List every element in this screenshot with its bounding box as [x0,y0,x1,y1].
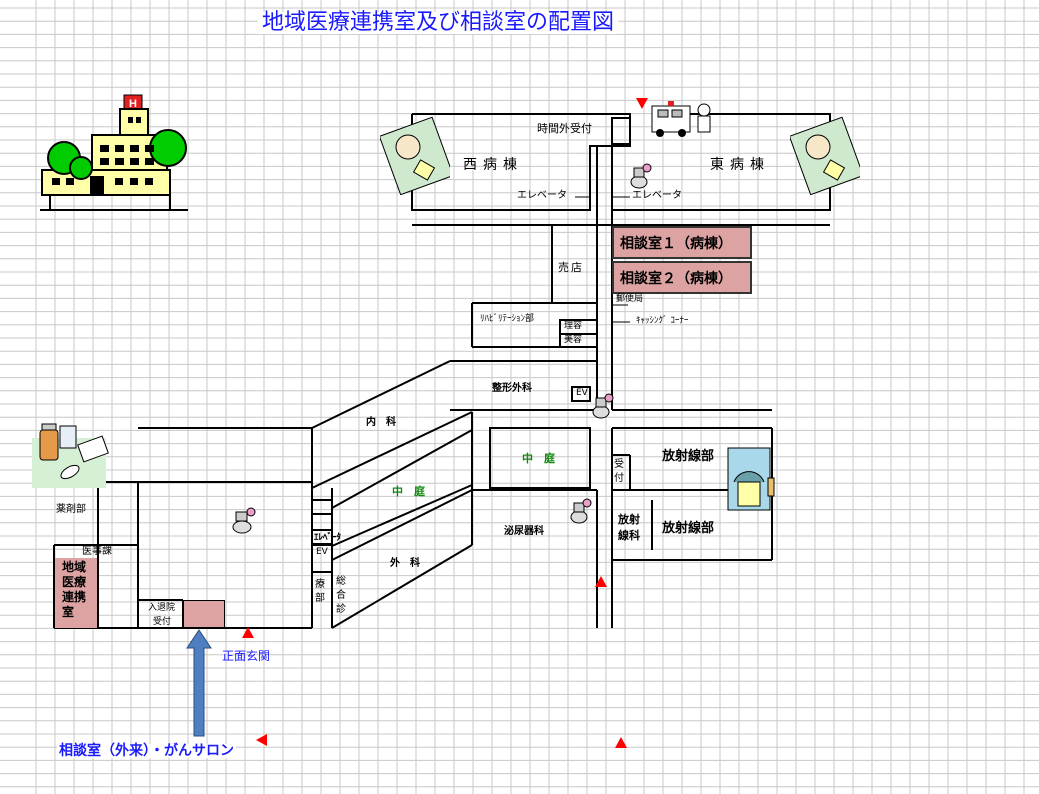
internal-medicine-label: 内 科 [366,417,396,428]
patient-in-bed-icon [380,116,450,195]
shop-label: 売店 [558,261,584,274]
elevator-west-label: エレベータ [517,190,567,201]
admission-pink-room [183,600,225,628]
surgery-label: 外 科 [390,558,420,569]
ambulance-icon [651,101,711,137]
admission-reception-label: 受付 [153,617,172,627]
radiology-label: 放射線部 [662,449,715,464]
after-hours-label: 時間外受付 [537,122,592,135]
red-marker-icon [595,576,607,587]
barber-label: 理容 [564,321,583,331]
red-marker-icon [636,98,648,109]
orthopedics-label: 整形外科 [492,383,532,394]
radiology-label-2: 放射線部 [662,521,715,536]
toilet-icon [232,507,256,534]
red-marker-icon [615,737,627,748]
toilet-icon [592,393,614,419]
regional-office-room [55,558,97,628]
ev-label: EV [316,547,328,557]
west-ward-label: 西病棟 [463,157,523,173]
radiology-machine-icon [727,447,775,511]
patient-in-bed-icon [790,116,860,195]
elevator-label-small: ｴﾚﾍﾞｰﾀ [314,533,342,543]
elevator-east-label: エレベータ [632,190,682,201]
entrance-arrow-icon [186,629,212,737]
footer-consult-label[interactable]: 相談室（外来）・がんサロン [57,743,236,759]
pharmacy-label: 薬剤部 [56,504,86,515]
cashing-corner-label: ｷｬｯｼﾝｸﾞ ｺｰﾅｰ [636,316,689,326]
rehab-label: ﾘﾊﾋﾞﾘﾃｰｼｮﾝ部 [480,314,535,324]
radiology-dept-label: 放射線科 [618,513,640,542]
entrance-label: 正面玄関 [222,649,271,663]
regional-office-label: 地域医療連携室 [62,560,87,619]
toilet-icon [630,163,652,189]
admission-label: 入退院 [148,603,176,613]
svg-text:H: H [129,98,137,110]
red-marker-icon [256,734,267,746]
courtyard-label-2: 中 庭 [392,485,425,498]
urology-label: 泌尿器科 [504,526,544,537]
reception-label: 受付 [614,459,624,484]
ev-small-label: EV [576,388,588,398]
post-office-label: 郵便局 [616,294,644,304]
medicine-icon [32,423,109,488]
east-ward-label: 東病棟 [710,157,770,173]
toilet-icon [570,498,592,524]
beauty-label: 美容 [564,335,583,345]
consult-room-1: 相談室１（病棟） [612,226,752,259]
page-title: 地域医療連携室及び相談室の配置図 [258,12,619,34]
medical-affairs-label: 医事課 [82,546,112,557]
consult-room-2: 相談室２（病棟） [612,261,752,294]
treatment-label: 療部 [315,579,325,604]
general-clinic-label: 総合診 [336,576,346,615]
courtyard-label-1: 中 庭 [522,452,555,465]
hospital-building-icon: H [40,94,188,211]
red-marker-icon [242,627,254,638]
